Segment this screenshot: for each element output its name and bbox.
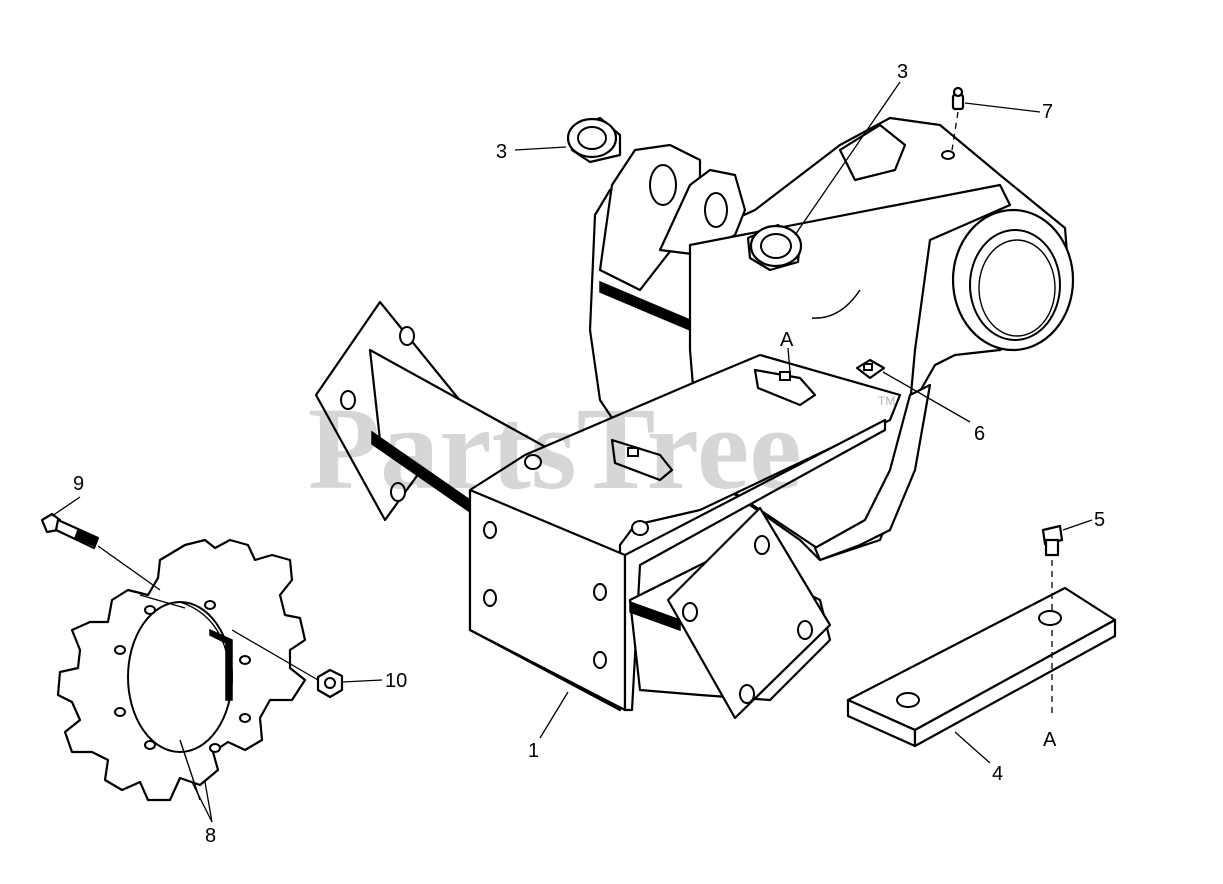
bushing-center-part-3[interactable] — [746, 223, 803, 272]
wear-plate-part-4[interactable] — [846, 586, 1117, 748]
watermark-trademark: TM — [878, 394, 895, 408]
callout-10: 10 — [385, 670, 407, 692]
callout-a-plate: A — [1043, 729, 1057, 751]
watermark-text: PartsTree — [308, 383, 802, 514]
callout-3-left: 3 — [496, 141, 507, 163]
callout-6: 6 — [974, 423, 985, 445]
sprocket-nut-part-10[interactable] — [231, 629, 344, 699]
callout-5: 5 — [1094, 509, 1105, 531]
partstree-watermark: PartsTree TM — [308, 383, 895, 514]
callout-3-top: 3 — [897, 61, 908, 83]
callout-4: 4 — [992, 763, 1003, 785]
bushing-upper-left-part-3[interactable] — [566, 116, 622, 164]
grease-fitting-part-7[interactable] — [951, 86, 965, 151]
callout-8: 8 — [205, 825, 216, 847]
callout-labels: 1 3 3 4 5 6 7 8 9 10 A A — [73, 61, 1105, 847]
leader-lines — [51, 81, 1093, 823]
square-nut-part-6[interactable] — [855, 358, 886, 380]
bolt-part-5[interactable] — [1041, 524, 1064, 718]
sprocket-bolt-part-9[interactable] — [40, 512, 161, 591]
sprocket-part-8[interactable] — [56, 538, 307, 802]
callout-9: 9 — [73, 473, 84, 495]
callout-7: 7 — [1042, 101, 1053, 123]
main-frame-part-1[interactable] — [314, 116, 1075, 720]
callout-1: 1 — [528, 740, 539, 762]
callout-a-clip: A — [780, 329, 794, 351]
